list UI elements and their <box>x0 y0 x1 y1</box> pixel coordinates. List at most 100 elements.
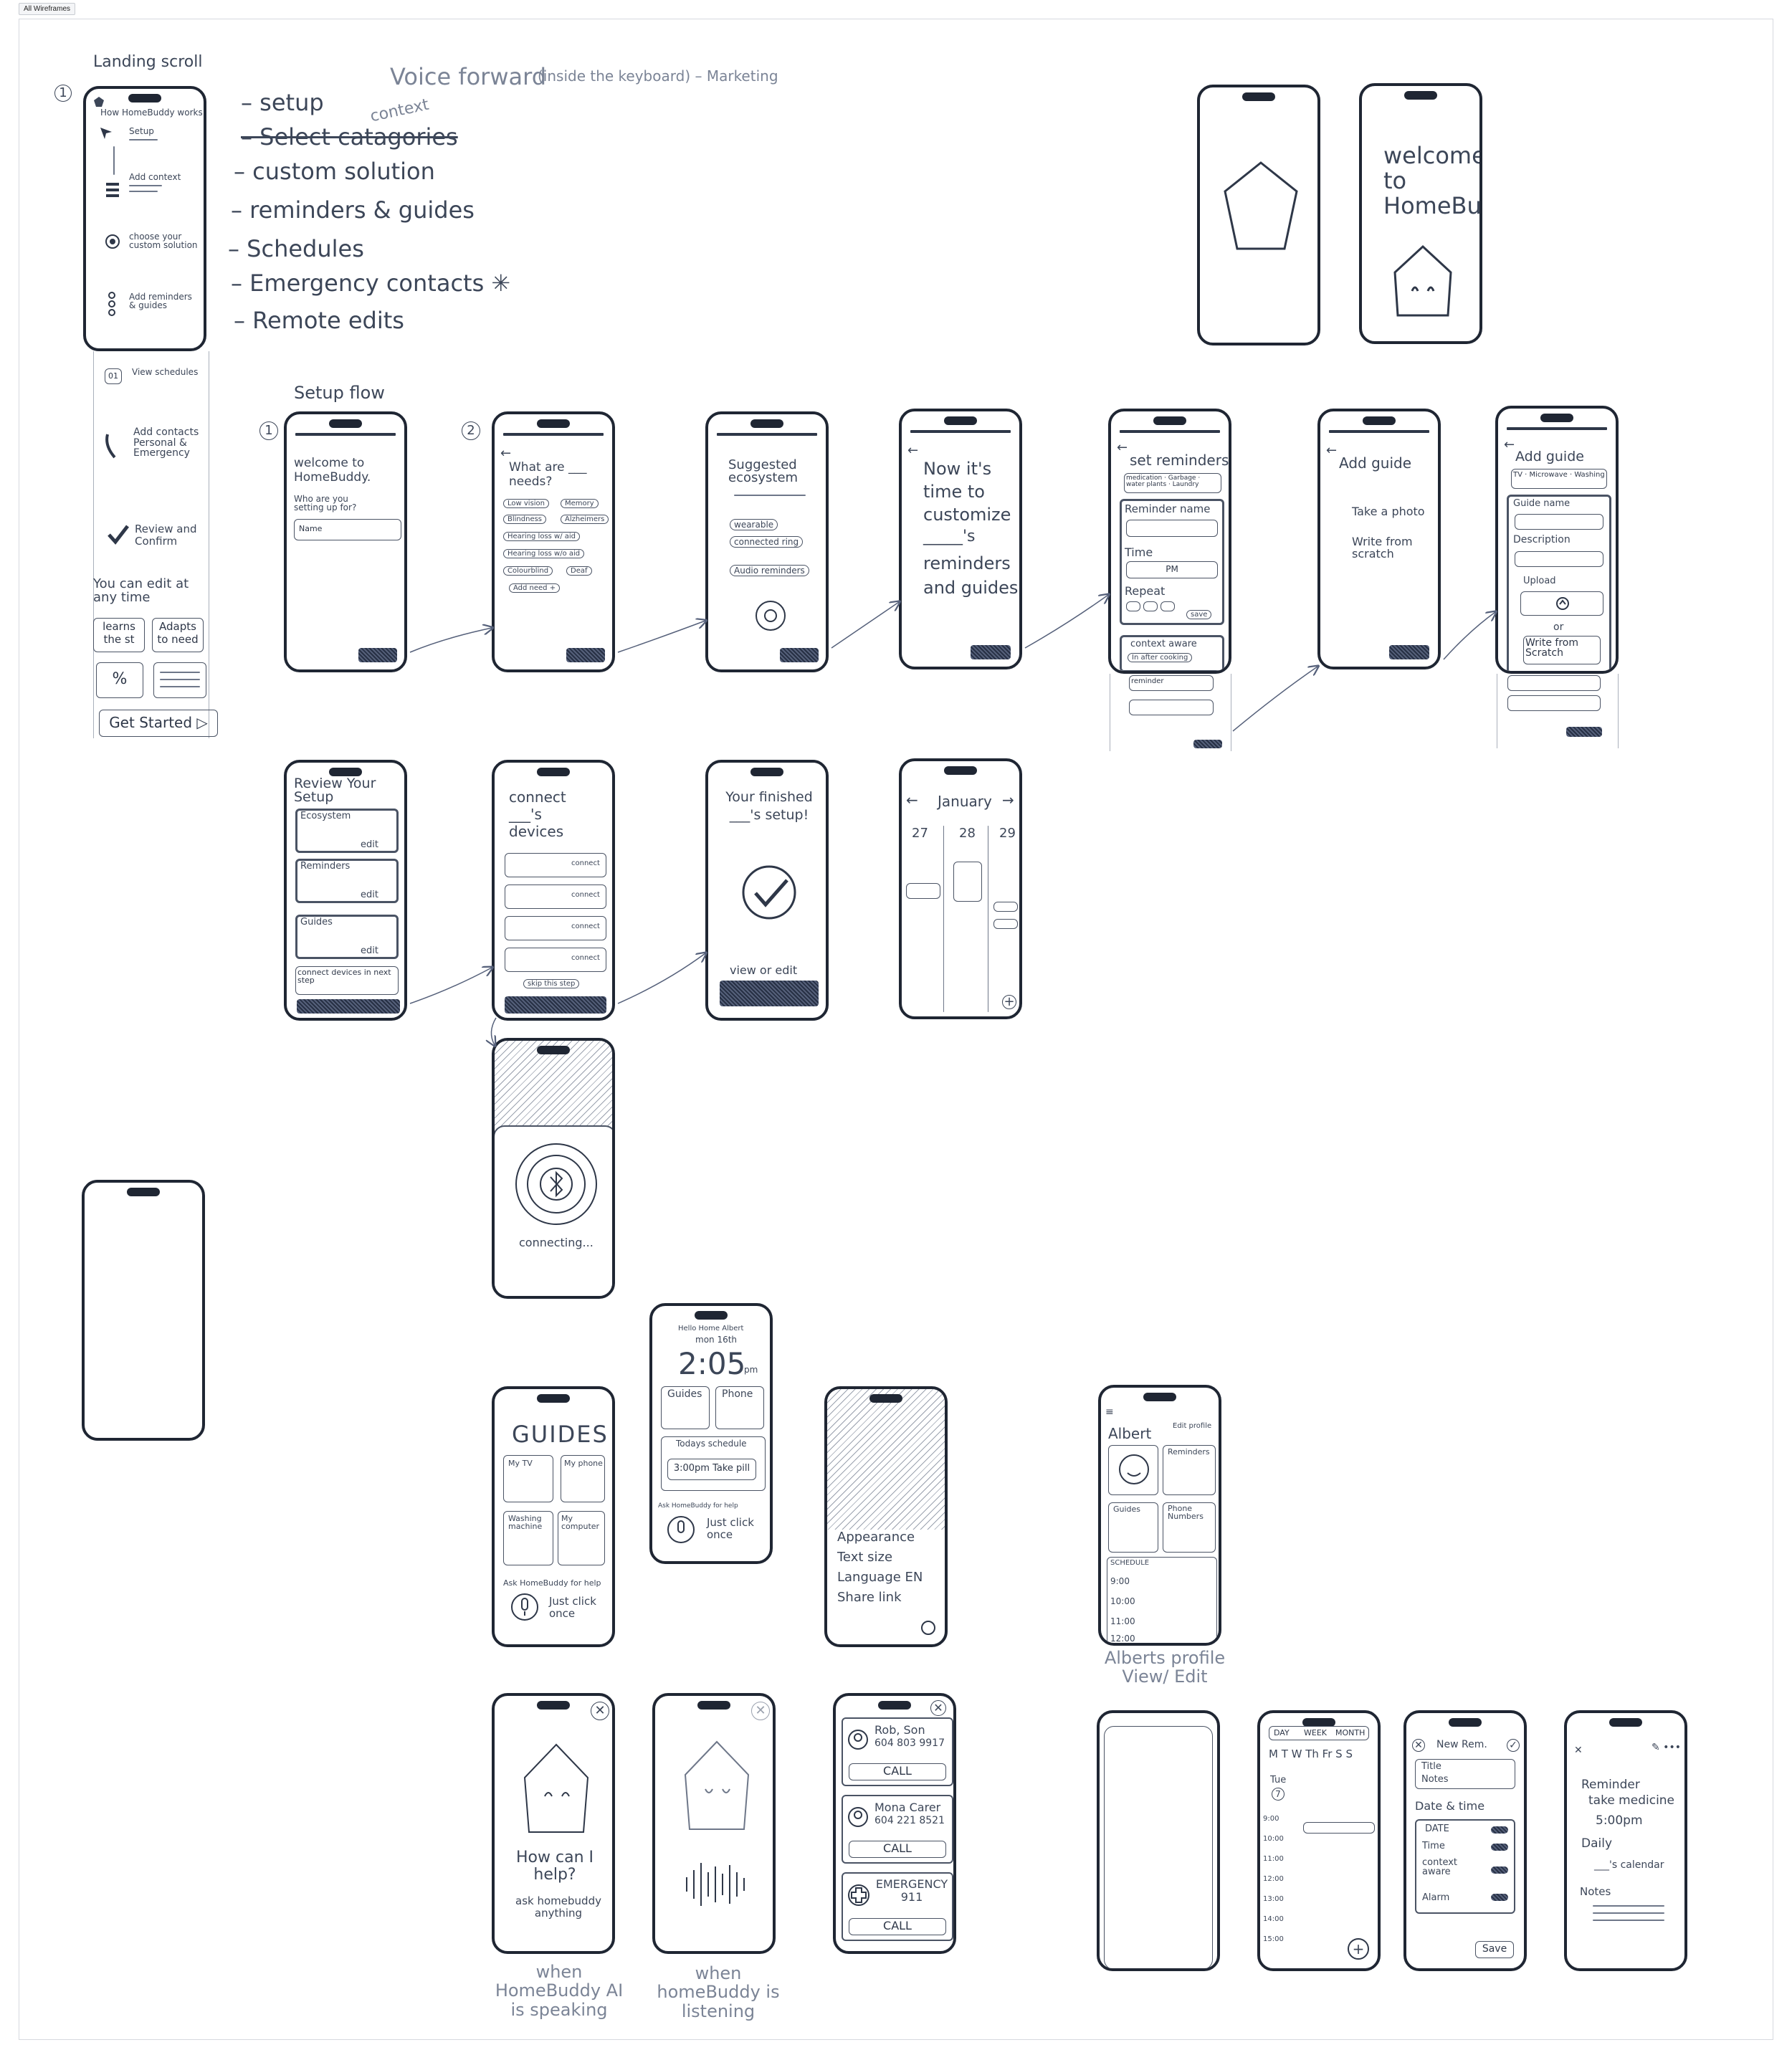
schedule-item[interactable]: 3:00pm Take pill <box>667 1459 756 1480</box>
schedule-event[interactable] <box>1303 1822 1375 1834</box>
add-event-button[interactable]: + <box>1348 1938 1369 1960</box>
confirm-icon[interactable]: ✓ <box>1507 1739 1520 1752</box>
back-arrow-icon[interactable]: ← <box>1117 440 1128 455</box>
calendar-day[interactable]: 29 <box>999 826 1016 841</box>
device-row[interactable]: connect <box>505 885 606 909</box>
next-button[interactable] <box>1566 727 1602 737</box>
guides-tile[interactable]: Guides <box>1108 1502 1158 1553</box>
toggle-icon[interactable] <box>920 1620 936 1636</box>
close-icon[interactable]: ✕ <box>1412 1739 1425 1752</box>
write-from-scratch-button[interactable]: Write from Scratch <box>1523 636 1601 664</box>
close-icon[interactable]: ✕ <box>930 1700 946 1716</box>
tab-day[interactable]: DAY <box>1274 1728 1290 1737</box>
connect-link[interactable]: connect <box>571 891 600 899</box>
repeat-day-toggle[interactable] <box>1160 601 1175 611</box>
ecosystem-item[interactable]: Audio reminders <box>730 565 809 576</box>
home-phone-tile[interactable]: Phone <box>715 1386 764 1429</box>
connect-link[interactable]: connect <box>571 859 600 867</box>
repeat-day-toggle[interactable] <box>1126 601 1140 611</box>
edit-icon[interactable]: ✎ ••• <box>1652 1742 1681 1753</box>
edit-link[interactable]: edit <box>361 839 378 850</box>
time-input[interactable]: PM <box>1126 561 1218 578</box>
next-button[interactable] <box>505 996 606 1014</box>
settings-row[interactable]: Text size <box>837 1550 893 1565</box>
context-chip[interactable]: In after cooking <box>1128 653 1193 662</box>
menu-icon[interactable]: ≡ <box>1105 1406 1114 1418</box>
next-button[interactable] <box>1193 740 1222 748</box>
calendar-event[interactable] <box>993 902 1018 912</box>
reminder-row[interactable]: reminder <box>1129 675 1214 691</box>
calendar-event[interactable] <box>953 862 982 902</box>
notes-field[interactable]: Notes <box>1421 1774 1449 1785</box>
save-button[interactable]: Save <box>1475 1941 1514 1958</box>
guide-step-row[interactable] <box>1507 695 1601 711</box>
microphone-icon[interactable] <box>510 1593 539 1621</box>
description-input[interactable] <box>1515 551 1603 567</box>
reminder-name-input[interactable] <box>1126 520 1218 537</box>
guide-option[interactable]: Take a photo <box>1352 505 1425 518</box>
weekday-row[interactable]: M T W Th Fr S S <box>1269 1748 1353 1760</box>
settings-row[interactable]: Appearance <box>837 1530 915 1545</box>
microphone-icon[interactable] <box>667 1515 695 1544</box>
need-chip[interactable]: Colourblind <box>503 566 553 576</box>
home-guides-tile[interactable]: Guides <box>661 1386 710 1429</box>
date-toggle[interactable] <box>1491 1826 1508 1834</box>
close-icon[interactable]: ✕ <box>1574 1745 1583 1756</box>
device-row[interactable]: connect <box>505 853 606 877</box>
s1-name-input[interactable]: Name <box>294 519 401 540</box>
prev-month-icon[interactable]: ← <box>906 791 918 809</box>
need-chip[interactable]: Hearing loss w/o aid <box>503 549 585 558</box>
context-toggle[interactable] <box>1491 1866 1508 1874</box>
selected-date[interactable]: 7 <box>1272 1788 1285 1801</box>
calendar-event[interactable] <box>906 883 940 899</box>
guide-card[interactable]: My phone <box>561 1455 605 1502</box>
tab-month[interactable]: MONTH <box>1335 1728 1366 1737</box>
guide-card[interactable]: My TV <box>503 1455 553 1502</box>
device-row[interactable]: connect <box>505 948 606 972</box>
device-row[interactable]: connect <box>505 916 606 940</box>
need-chip[interactable]: Hearing loss w/ aid <box>503 532 581 541</box>
back-arrow-icon[interactable]: ← <box>500 446 512 461</box>
guide-card[interactable]: My computer <box>558 1511 605 1565</box>
settings-row[interactable]: Language EN <box>837 1570 923 1585</box>
need-chip[interactable]: Low vision <box>503 499 550 508</box>
need-chip[interactable]: Blindness <box>503 515 547 524</box>
guide-name-input[interactable] <box>1515 514 1603 530</box>
guide-step-row[interactable] <box>1507 675 1601 691</box>
alarm-toggle[interactable] <box>1491 1894 1508 1901</box>
next-button[interactable] <box>780 648 819 662</box>
time-toggle[interactable] <box>1491 1844 1508 1851</box>
view-edit-button[interactable] <box>720 981 819 1006</box>
upload-button[interactable] <box>1520 591 1603 616</box>
connect-link[interactable]: connect <box>571 954 600 962</box>
repeat-day-toggle[interactable] <box>1143 601 1158 611</box>
edit-link[interactable]: edit <box>361 945 378 956</box>
next-button[interactable] <box>1389 645 1429 659</box>
s7-category-tags[interactable]: TV · Microwave · Washing <box>1511 469 1607 489</box>
guide-option[interactable]: Write from scratch <box>1352 535 1413 561</box>
close-icon[interactable]: ✕ <box>591 1702 609 1720</box>
next-month-icon[interactable]: → <box>1002 791 1014 809</box>
settings-row[interactable]: Share link <box>837 1590 902 1605</box>
skip-step-button[interactable]: skip this step <box>523 979 580 988</box>
tab-week[interactable]: WEEK <box>1304 1728 1327 1737</box>
back-arrow-icon[interactable]: ← <box>1326 443 1338 458</box>
call-button[interactable]: CALL <box>849 1918 946 1935</box>
need-chip[interactable]: Alzheimers <box>561 515 609 524</box>
phone-numbers-tile[interactable]: Phone Numbers <box>1163 1502 1216 1553</box>
add-event-button[interactable]: + <box>1002 995 1016 1009</box>
next-button[interactable] <box>971 645 1011 659</box>
back-arrow-icon[interactable]: ← <box>1504 437 1515 452</box>
get-started-button[interactable]: Get Started ▷ <box>99 710 218 737</box>
guide-card[interactable]: Washing machine <box>503 1511 553 1565</box>
add-need-chip[interactable]: Add need + <box>509 583 561 593</box>
confirm-button[interactable] <box>297 999 400 1014</box>
back-arrow-icon[interactable]: ← <box>907 443 919 458</box>
next-button[interactable] <box>566 648 605 662</box>
edit-profile-link[interactable]: Edit profile <box>1173 1422 1212 1430</box>
next-button[interactable] <box>358 648 397 662</box>
reminder-row[interactable] <box>1129 700 1214 715</box>
save-button[interactable]: save <box>1186 610 1212 619</box>
calendar-event[interactable] <box>993 919 1018 929</box>
calendar-day[interactable]: 27 <box>912 826 928 841</box>
